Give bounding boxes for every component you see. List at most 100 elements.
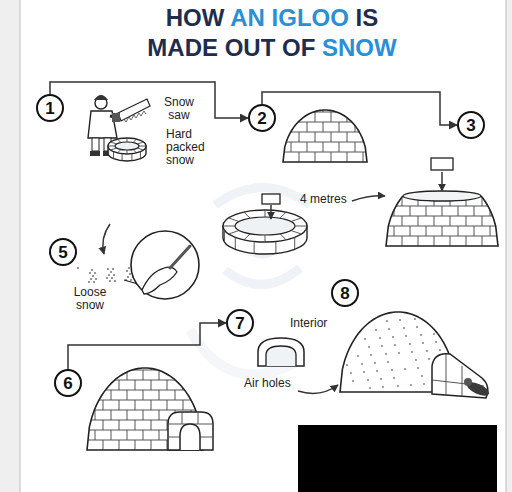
brick-joint bbox=[394, 226, 395, 236]
brick-row bbox=[283, 112, 367, 113]
brick-joint bbox=[283, 112, 284, 122]
brick-joint bbox=[135, 420, 136, 430]
brick-joint bbox=[151, 380, 152, 390]
entrance-tunnel bbox=[168, 412, 213, 450]
ring-joint bbox=[280, 234, 286, 240]
flow-connector bbox=[262, 92, 457, 125]
snow-speck bbox=[352, 380, 354, 382]
snow-speck bbox=[399, 319, 401, 321]
diagram-title: HOW AN IGLOO IS MADE OUT OF SNOW bbox=[137, 3, 407, 63]
wall-joint bbox=[140, 152, 141, 159]
title-word: AN bbox=[230, 4, 271, 31]
door-arch bbox=[180, 424, 200, 450]
brick-joint bbox=[199, 380, 200, 390]
brick-joint bbox=[315, 152, 316, 162]
snow-speck bbox=[398, 352, 400, 354]
snow-dot bbox=[128, 267, 130, 269]
snow-speck bbox=[415, 359, 417, 361]
brick-joint bbox=[159, 370, 160, 380]
block-ring bbox=[108, 138, 146, 161]
brick-row bbox=[283, 102, 367, 103]
brick-joint bbox=[299, 92, 300, 102]
brick-joint bbox=[103, 360, 104, 370]
snow-speck bbox=[417, 367, 419, 369]
watermark-swirl bbox=[190, 330, 300, 375]
open-top bbox=[403, 191, 481, 201]
ring-joint bbox=[139, 146, 146, 147]
brick-joint bbox=[275, 142, 276, 152]
snow-dot bbox=[127, 276, 129, 278]
brick-joint bbox=[87, 420, 88, 430]
brick-joint bbox=[339, 142, 340, 152]
worker-boot bbox=[90, 151, 100, 156]
brick-joint bbox=[339, 122, 340, 132]
brick-joint bbox=[87, 360, 88, 370]
ring-joint bbox=[244, 212, 250, 218]
brick-joint bbox=[267, 152, 268, 162]
brick-joint bbox=[490, 186, 491, 196]
snow-dot bbox=[94, 272, 96, 274]
brick-joints bbox=[267, 92, 367, 162]
snow-speck bbox=[357, 355, 359, 357]
snow-speck bbox=[435, 341, 437, 343]
ring-joint bbox=[229, 218, 239, 222]
brick-joint bbox=[434, 236, 435, 246]
brick-joint bbox=[283, 92, 284, 102]
brick-joint bbox=[323, 122, 324, 132]
step-number: 6 bbox=[54, 369, 82, 397]
snow-speck bbox=[420, 334, 422, 336]
snow-speck bbox=[367, 379, 369, 381]
igloo-outline bbox=[283, 110, 367, 162]
brick-joint bbox=[183, 360, 184, 370]
brick-joint bbox=[95, 350, 96, 360]
snow-speck bbox=[433, 333, 435, 335]
magnifier bbox=[124, 231, 199, 299]
brick-joint bbox=[466, 236, 467, 246]
brick-joint bbox=[378, 206, 379, 216]
snow-speck bbox=[393, 377, 395, 379]
brick-joint bbox=[71, 420, 72, 430]
tunnel-body bbox=[168, 412, 213, 450]
brick-joint bbox=[434, 216, 435, 226]
brick-joint bbox=[151, 420, 152, 430]
snow-speck bbox=[370, 354, 372, 356]
brick-joint bbox=[307, 102, 308, 112]
callout-label: Snow saw bbox=[156, 96, 202, 122]
brick-joint bbox=[370, 216, 371, 226]
crawling-head bbox=[464, 378, 472, 386]
brick-joint bbox=[151, 440, 152, 450]
brick-joint bbox=[418, 216, 419, 226]
brick-joint bbox=[159, 350, 160, 360]
knife bbox=[170, 246, 190, 268]
snow-dot bbox=[92, 275, 94, 277]
ring-joint bbox=[291, 218, 301, 222]
ring-inside bbox=[235, 217, 295, 235]
snow-speck bbox=[361, 363, 363, 365]
saw-teeth bbox=[124, 111, 146, 122]
snow-speck bbox=[426, 350, 428, 352]
snow-speck bbox=[363, 371, 365, 373]
brick-joint bbox=[474, 226, 475, 236]
brick-joint bbox=[315, 112, 316, 122]
ring-joint bbox=[244, 234, 250, 240]
title-word: IS bbox=[356, 4, 379, 31]
snow-dot bbox=[109, 280, 111, 282]
callout-label: Hard packed snow bbox=[166, 128, 212, 167]
snow-speck bbox=[416, 326, 418, 328]
igloo-dome-group bbox=[370, 186, 498, 246]
ring-inside bbox=[115, 142, 139, 150]
igloo-dome bbox=[386, 196, 498, 246]
ring-joint bbox=[280, 212, 286, 218]
snow-speck bbox=[375, 329, 377, 331]
brick-joint bbox=[458, 206, 459, 216]
worker-leg bbox=[92, 138, 99, 151]
brick-row bbox=[87, 360, 203, 361]
snow-speck bbox=[392, 336, 394, 338]
igloo-outline bbox=[87, 368, 203, 450]
snow-dot bbox=[88, 281, 90, 283]
brick-joint bbox=[71, 400, 72, 410]
callout-number: 7 bbox=[235, 315, 244, 332]
watermark bbox=[190, 188, 310, 375]
snow-speck bbox=[414, 318, 416, 320]
flow-arrow bbox=[298, 385, 338, 393]
